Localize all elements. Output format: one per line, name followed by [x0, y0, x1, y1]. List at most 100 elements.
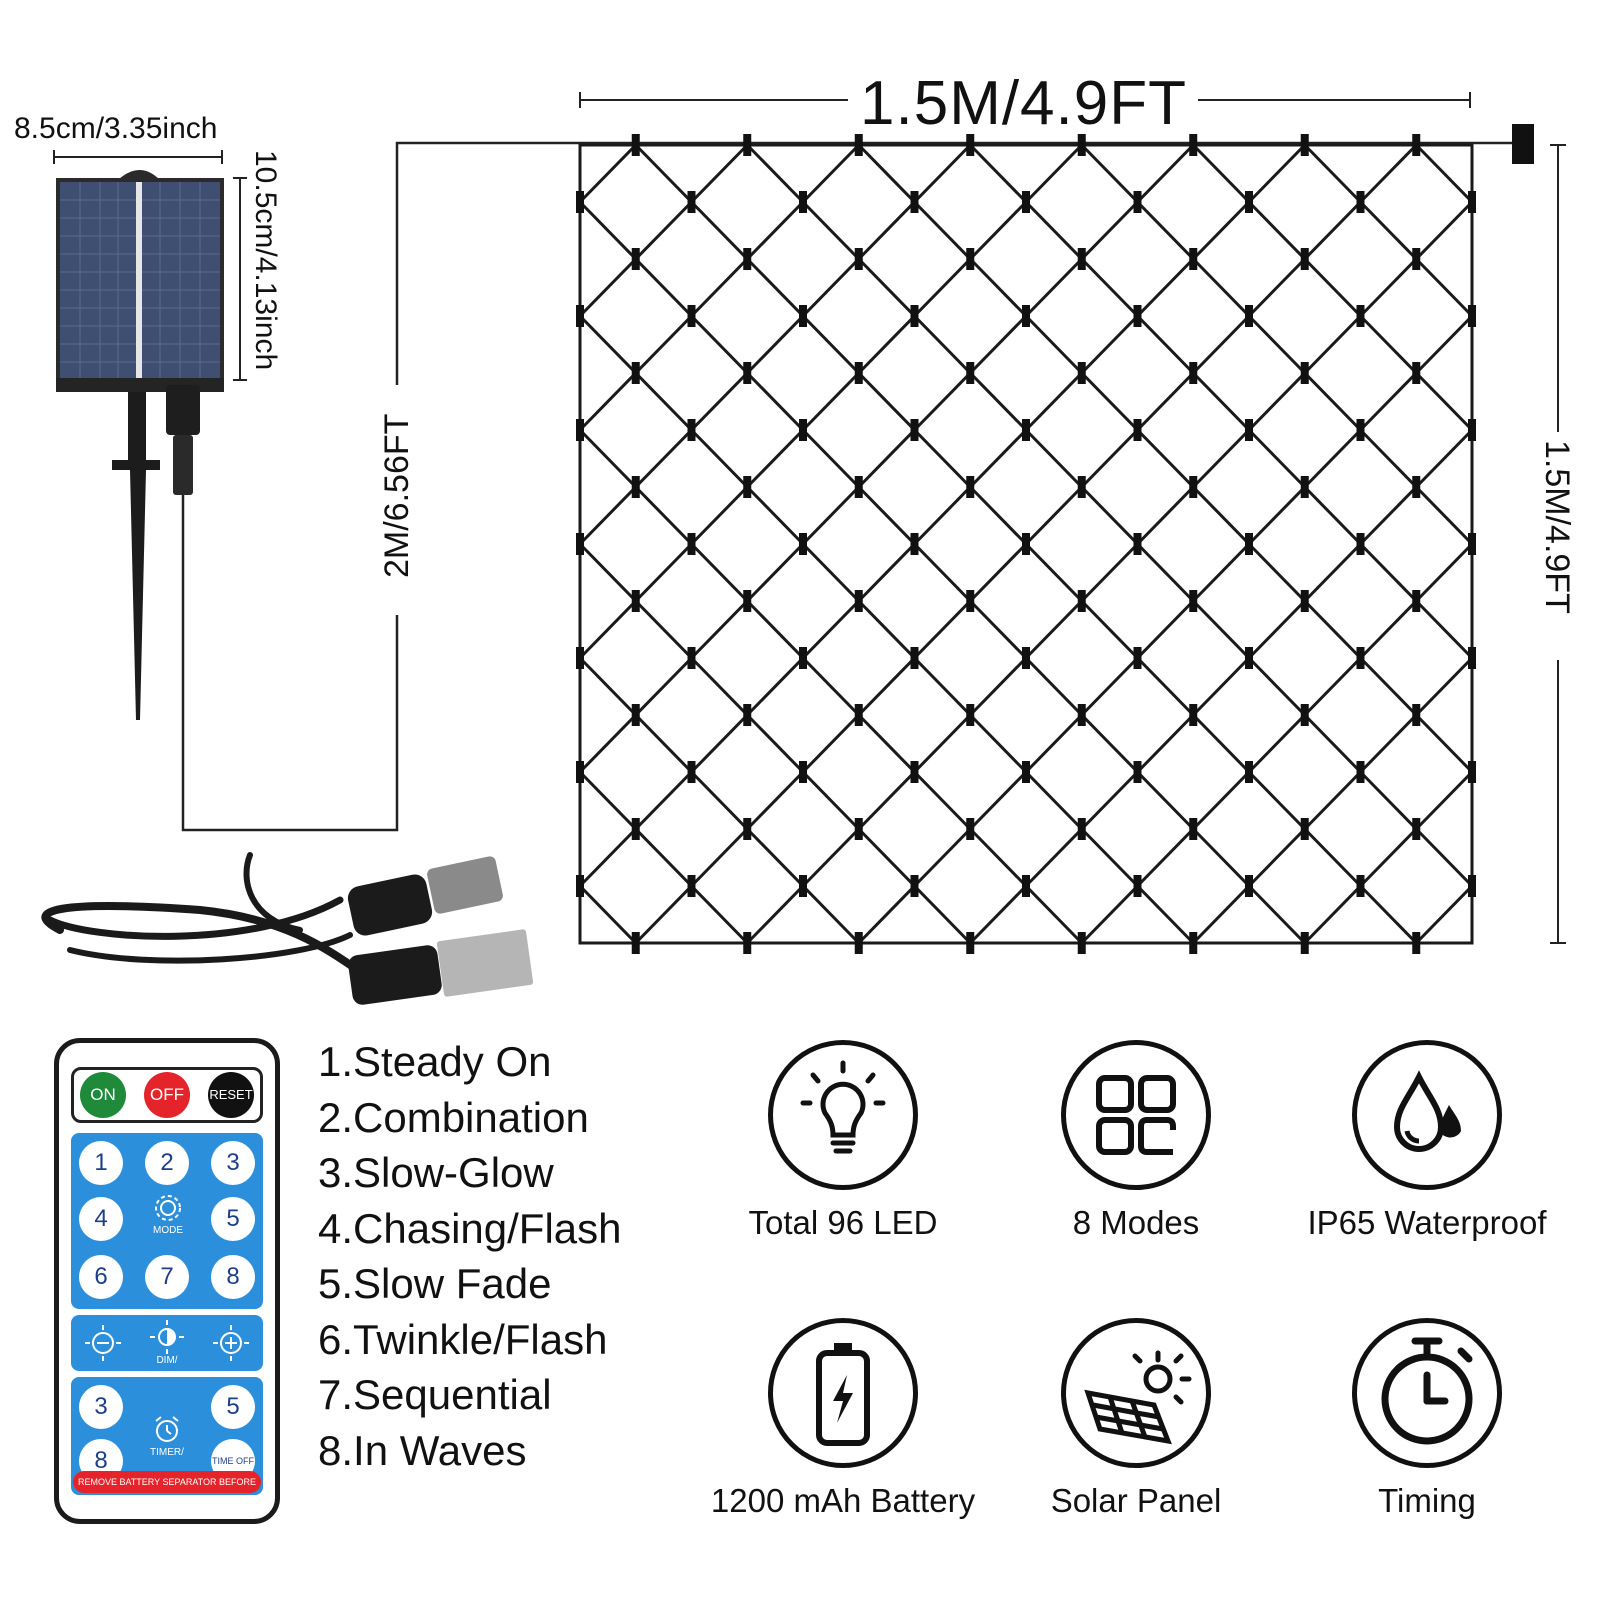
mode-gear-icon[interactable]	[153, 1193, 183, 1223]
led-bulb	[854, 932, 863, 954]
led-bulb	[1245, 419, 1253, 441]
led-bulb	[1022, 419, 1030, 441]
led-bulb	[1300, 362, 1309, 384]
led-bulb	[1022, 533, 1030, 555]
mode-item: 2.Combination	[318, 1093, 589, 1141]
led-bulb	[910, 875, 919, 897]
key-7[interactable]: 7	[145, 1255, 189, 1299]
led-bulb	[687, 875, 696, 897]
led-bulb	[1022, 191, 1030, 213]
alarm-clock-icon[interactable]	[151, 1413, 183, 1445]
led-bulb	[631, 476, 640, 498]
led-bulb	[1356, 875, 1365, 897]
led-bulb	[1300, 476, 1309, 498]
led-bulb	[1189, 362, 1198, 384]
led-bulb	[1022, 875, 1030, 897]
solar-height-dimension	[233, 177, 247, 381]
key-2[interactable]: 2	[145, 1141, 189, 1185]
led-bulb	[1412, 248, 1421, 270]
led-bulb	[1300, 590, 1309, 612]
led-bulb	[1468, 191, 1476, 213]
solar-panel-icon	[1061, 1318, 1211, 1468]
led-bulb	[743, 590, 752, 612]
feature-label-led: Total 96 LED	[748, 1204, 938, 1241]
led-bulb	[1356, 305, 1365, 327]
led-bulb	[1412, 362, 1421, 384]
net-width-label: 1.5M/4.9FT	[860, 69, 1187, 138]
led-bulb	[1189, 818, 1198, 840]
solar-height-label: 10.5cm/4.13inch	[249, 150, 282, 371]
led-bulb	[1300, 704, 1309, 726]
led-bulb	[1468, 533, 1476, 555]
dim-icon[interactable]	[149, 1319, 185, 1355]
led-bulb	[854, 818, 863, 840]
led-bulb	[1189, 134, 1198, 156]
led-bulb	[966, 134, 975, 156]
led-bulb	[1022, 647, 1030, 669]
key-3[interactable]: 3	[211, 1141, 255, 1185]
led-bulb	[743, 476, 752, 498]
led-bulb	[1412, 932, 1421, 954]
led-bulb	[1468, 875, 1476, 897]
dim-label: DIM/	[156, 1355, 178, 1366]
timer-key-3[interactable]: 3	[79, 1385, 123, 1429]
led-bulb	[1077, 590, 1086, 612]
led-bulb	[966, 932, 975, 954]
modes-list: 1.Steady On 2.Combination 3.Slow-Glow 4.…	[318, 1034, 622, 1478]
product-illustration	[41, 92, 1566, 1005]
led-bulb	[1245, 533, 1253, 555]
led-bulb	[910, 647, 919, 669]
reset-button[interactable]: RESET	[208, 1072, 254, 1118]
led-bulb	[854, 476, 863, 498]
led-bulb	[799, 875, 807, 897]
led-bulb	[799, 191, 807, 213]
led-bulb	[854, 134, 863, 156]
led-bulb	[1133, 875, 1142, 897]
led-bulb	[687, 419, 696, 441]
battery-icon	[768, 1318, 918, 1468]
key-4[interactable]: 4	[79, 1197, 123, 1241]
key-8[interactable]: 8	[211, 1255, 255, 1299]
key-5[interactable]: 5	[211, 1197, 255, 1241]
led-bulb	[1468, 305, 1476, 327]
led-bulb	[1189, 704, 1198, 726]
key-6[interactable]: 6	[79, 1255, 123, 1299]
mode-item: 3.Slow-Glow	[318, 1149, 554, 1196]
led-bulb	[743, 932, 752, 954]
mode-item: 1.Steady On	[318, 1038, 552, 1085]
led-bulb	[1022, 305, 1030, 327]
timer-key-5[interactable]: 5	[211, 1385, 255, 1429]
led-bulb	[910, 191, 919, 213]
led-bulb	[966, 818, 975, 840]
led-bulb	[1412, 704, 1421, 726]
led-bulb	[743, 362, 752, 384]
led-bulb	[631, 932, 640, 954]
mode-keypad: 1 2 3 4 MODE 5 6 7 8	[71, 1133, 263, 1309]
led-bulb	[910, 419, 919, 441]
brightness-down-icon[interactable]	[83, 1323, 123, 1363]
led-bulb	[854, 248, 863, 270]
led-bulb	[631, 248, 640, 270]
mode-item: 6.Twinkle/Flash	[318, 1315, 608, 1363]
led-bulb	[576, 419, 584, 441]
key-1[interactable]: 1	[79, 1141, 123, 1185]
usb-cable	[41, 852, 384, 989]
led-bulb	[910, 305, 919, 327]
on-button[interactable]: ON	[80, 1072, 126, 1118]
led-bulb	[799, 647, 807, 669]
led-bulb	[1412, 818, 1421, 840]
led-bulb	[1133, 533, 1142, 555]
feature-label-battery: 1200 mAh Battery	[710, 1482, 976, 1519]
led-bulb	[910, 761, 919, 783]
led-bulb	[1356, 419, 1365, 441]
led-bulb	[1356, 647, 1365, 669]
led-bulb	[631, 362, 640, 384]
led-bulb	[1300, 248, 1309, 270]
led-bulb	[743, 248, 752, 270]
off-button[interactable]: OFF	[144, 1072, 190, 1118]
led-bulb	[1300, 932, 1309, 954]
led-bulb	[743, 818, 752, 840]
led-bulb	[799, 761, 807, 783]
led-bulb	[1300, 818, 1309, 840]
brightness-up-icon[interactable]	[211, 1323, 251, 1363]
